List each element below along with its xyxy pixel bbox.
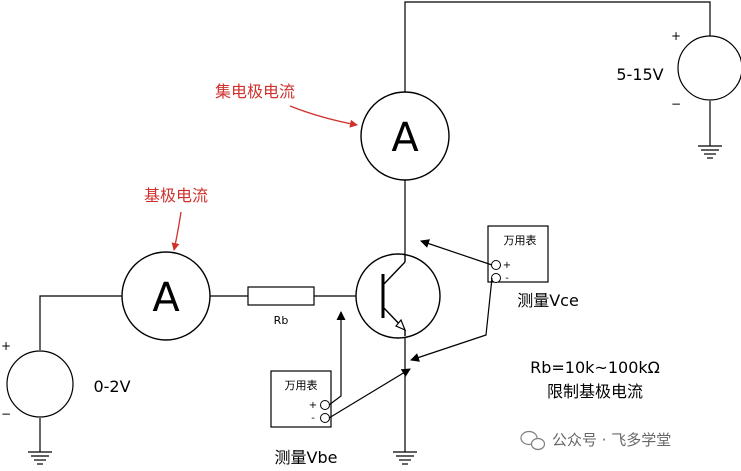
- watermark-text: 公众号 · 飞多学堂: [552, 431, 671, 449]
- ground-icon: [28, 451, 52, 465]
- vbe-minus-terminal: [320, 413, 330, 423]
- ground-icon: [698, 145, 722, 159]
- base-supply-plus: +: [1, 339, 11, 353]
- collector-supply: + − 5-15V: [616, 29, 741, 111]
- npn-transistor: [355, 253, 441, 339]
- vbe-plus-terminal: [320, 400, 330, 410]
- base-current-label: 基极电流: [144, 186, 208, 205]
- base-supply-minus: −: [1, 407, 11, 421]
- resistor-rb: Rb: [247, 286, 315, 327]
- base-supply-label: 0-2V: [93, 377, 130, 396]
- multimeter-vce: 万用表 + - 测量Vce: [487, 225, 579, 310]
- vbe-probe-base: [328, 311, 346, 406]
- collector-ammeter: A: [360, 91, 450, 181]
- measure-vbe-label: 测量Vbe: [275, 448, 338, 467]
- base-supply: + − 0-2V: [1, 339, 131, 421]
- watermark: 公众号 · 飞多学堂: [520, 430, 671, 451]
- base-supply-wire: [39, 295, 122, 350]
- base-ammeter: A: [121, 251, 211, 341]
- vbe-probe-emitter: [328, 368, 411, 419]
- collector-current-label: 集电极电流: [215, 82, 295, 101]
- base-ammeter-symbol: A: [152, 275, 180, 321]
- vce-minus-terminal: [491, 273, 501, 283]
- vbe-plus-sign: +: [309, 400, 317, 411]
- vce-probe-emitter: [410, 277, 493, 362]
- vce-minus-sign: -: [505, 273, 509, 284]
- collector-current-annotation: 集电极电流: [215, 82, 358, 128]
- collector-supply-minus: −: [671, 97, 681, 111]
- rb-range-text: Rb=10k~100kΩ: [530, 358, 660, 377]
- collector-lead: [382, 261, 406, 286]
- vce-plus-sign: +: [503, 260, 511, 271]
- emitter-arrow: [395, 318, 407, 332]
- wechat-icon: [520, 430, 546, 451]
- base-current-annotation: 基极电流: [144, 186, 208, 251]
- measure-vce-label: 测量Vce: [517, 291, 579, 310]
- rb-note-text: 限制基极电流: [547, 382, 643, 401]
- ground-icon: [393, 451, 417, 465]
- multimeter-vce-title: 万用表: [504, 233, 537, 247]
- collector-supply-plus: +: [671, 29, 681, 43]
- collector-supply-wire: [404, 1, 711, 92]
- multimeter-vbe: 万用表 + - 测量Vbe: [270, 370, 338, 467]
- vce-plus-terminal: [491, 260, 501, 270]
- vce-probe-collector: [420, 239, 493, 266]
- collector-supply-label: 5-15V: [616, 65, 663, 84]
- resistor-label: Rb: [274, 314, 289, 327]
- multimeter-vbe-title: 万用表: [285, 378, 318, 392]
- vbe-minus-sign: -: [311, 413, 315, 424]
- wires: [39, 1, 711, 452]
- collector-ammeter-symbol: A: [391, 115, 419, 161]
